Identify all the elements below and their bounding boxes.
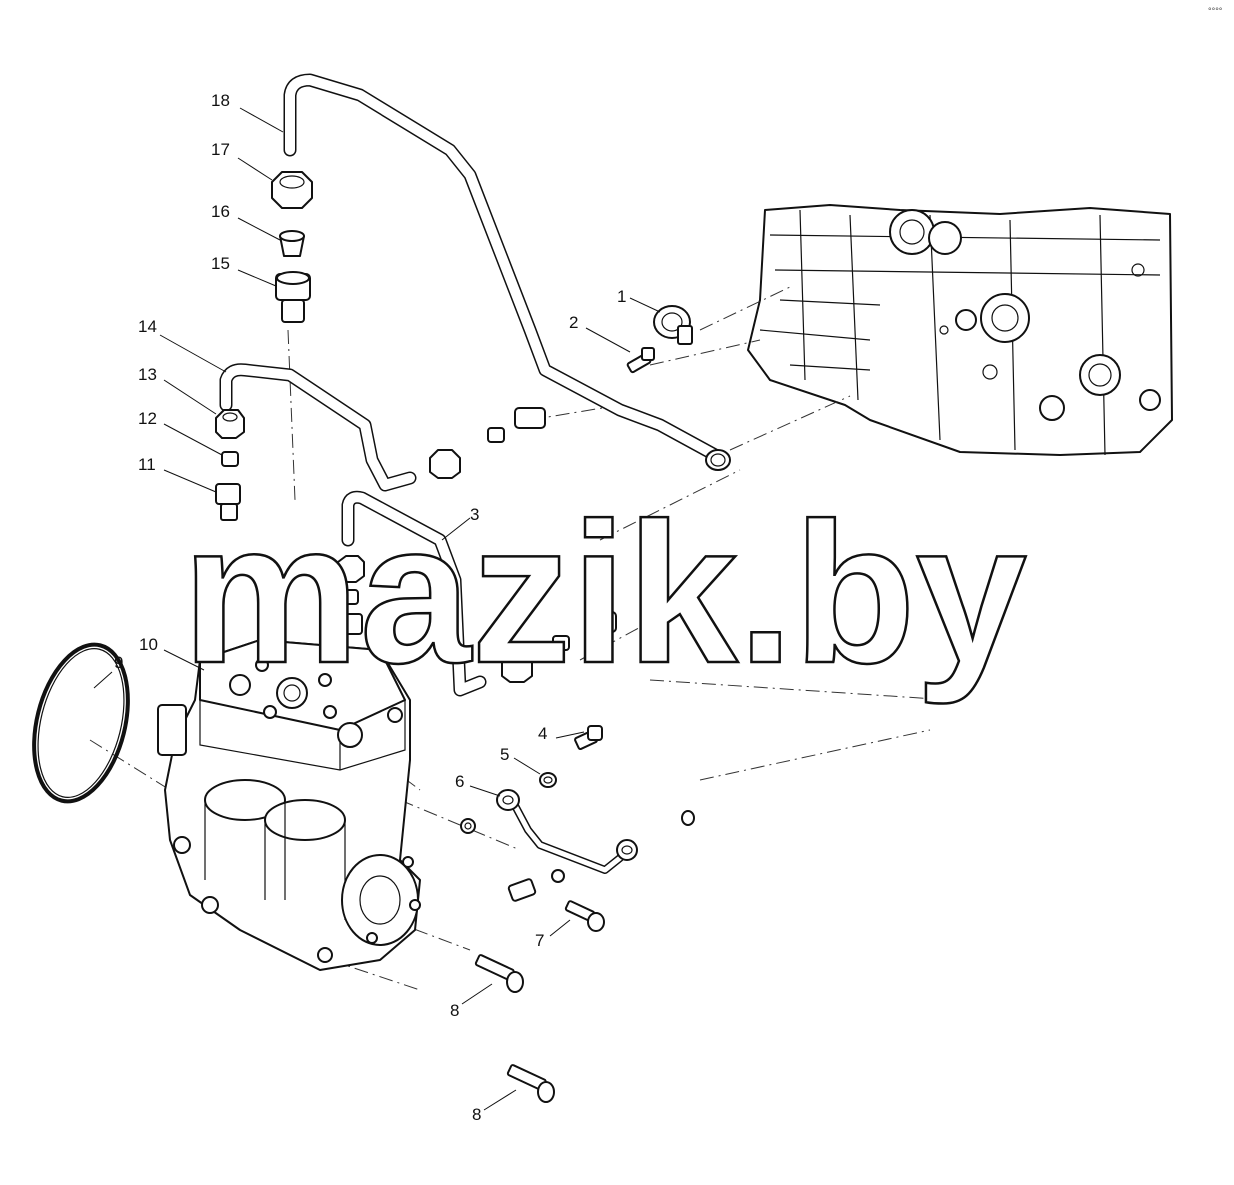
callout-11: 11 [138, 455, 156, 474]
callout-4: 4 [538, 724, 547, 743]
sleeve-mid [487, 427, 505, 443]
union-3b [585, 611, 617, 633]
nut-3a [337, 555, 365, 583]
nut-3b [501, 653, 533, 683]
callout-3: 3 [470, 505, 479, 524]
engine-block [747, 204, 1173, 456]
callout-10: 10 [139, 635, 158, 654]
compressor-10 [157, 639, 421, 971]
sleeve-12 [221, 451, 239, 467]
bolt-8a [474, 954, 524, 993]
callout-9: 9 [114, 653, 123, 672]
pipe-18 [283, 73, 731, 471]
pipe-3 [341, 490, 487, 697]
callout-6: 6 [455, 772, 464, 791]
callout-14: 14 [138, 317, 157, 336]
callout-12: 12 [138, 409, 157, 428]
callouts: 18 17 16 15 14 13 12 11 1 2 3 4 5 6 7 8 … [114, 91, 626, 1124]
pipe-6 [496, 789, 638, 874]
union-11 [215, 483, 241, 521]
washer-6a [460, 818, 476, 834]
sleeve-3a [341, 589, 359, 605]
callout-17: 17 [211, 140, 230, 159]
callout-1: 1 [617, 287, 626, 306]
callout-16: 16 [211, 202, 230, 221]
callout-18: 18 [211, 91, 230, 110]
union-3a [335, 613, 363, 635]
bolt-2 [626, 347, 655, 374]
nut-13 [215, 409, 245, 439]
nut-17 [271, 171, 313, 209]
union-15 [275, 271, 311, 323]
washer-right [681, 810, 695, 826]
sleeve-3b [552, 635, 570, 651]
leader-lines [93, 107, 661, 1111]
nut-mid [429, 449, 461, 479]
banjo-bolt [507, 878, 537, 902]
watermark: mazik.by [182, 482, 1027, 705]
pipe-14 [219, 363, 417, 492]
corner-mark: °°°° [1208, 6, 1223, 16]
bolt-7 [564, 900, 605, 932]
clamp-1 [653, 305, 693, 345]
callout-7: 7 [535, 931, 544, 950]
bolt-8b [506, 1064, 555, 1103]
callout-13: 13 [138, 365, 157, 384]
bolt-4 [574, 725, 603, 751]
sleeve-16 [279, 230, 305, 257]
callout-8a: 8 [450, 1001, 459, 1020]
o-ring-9 [32, 642, 130, 804]
washer-5 [539, 772, 557, 788]
washer-6b [551, 869, 565, 883]
callout-5: 5 [500, 745, 509, 764]
callout-2: 2 [569, 313, 578, 332]
callout-15: 15 [211, 254, 230, 273]
callout-8b: 8 [472, 1105, 481, 1124]
union-mid [514, 407, 546, 429]
